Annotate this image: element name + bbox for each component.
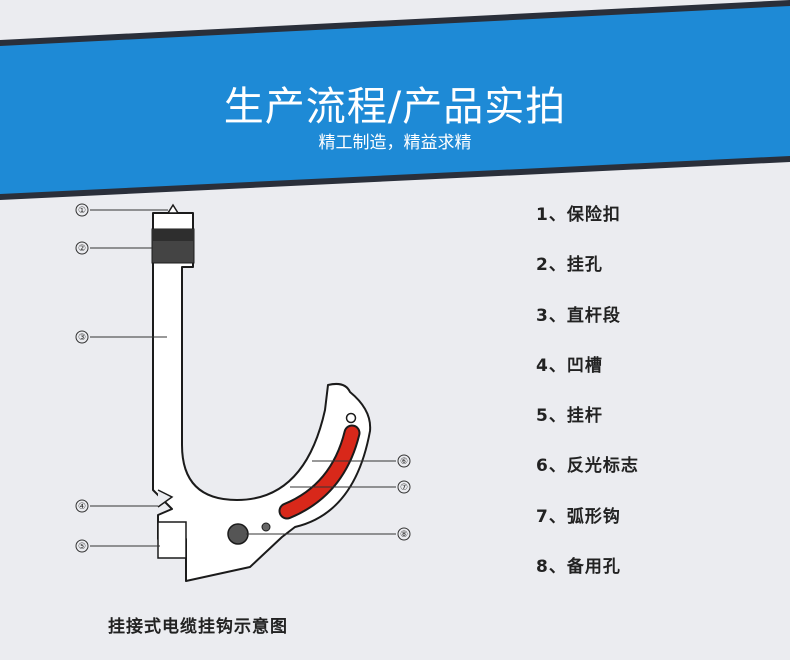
callout-4: ④ [75,499,89,513]
tip-hole [345,412,357,424]
parts-legend: 1、保险扣 2、挂孔 3、直杆段 4、凹槽 5、挂杆 6、反光标志 7、弧形钩 … [536,200,639,602]
legend-item-arc-hook: 7、弧形钩 [536,506,621,527]
callout-1: ① [75,203,89,217]
callout-3: ③ [75,330,89,344]
callout-7: ⑦ [397,480,411,494]
groove [157,489,174,508]
page-subtitle: 精工制造，精益求精 [318,133,472,153]
hanging-rod [157,521,187,559]
page-title: 生产流程/产品实拍 [223,84,567,130]
legend-item-spare-hole: 8、备用孔 [536,557,621,578]
callout-4-label: ④ [78,502,86,512]
callout-3-label: ③ [78,333,86,343]
callout-7-label: ⑦ [400,483,408,493]
legend-item-safety-buckle: 1、保险扣 [536,205,621,225]
legend-item-straight-rod: 3、直杆段 [536,305,621,326]
callout-1-label: ① [78,206,86,216]
cable-hook-diagram: ① ② ③ ④ ⑤ ⑥ ⑦ ⑧ [75,203,411,582]
callout-2-label: ② [78,244,86,254]
header-banner: 生产流程/产品实拍 精工制造，精益求精 [0,0,790,200]
diagram-caption: 挂接式电缆挂钩示意图 [108,617,288,637]
small-hole [261,522,271,532]
callout-8-label: ⑧ [400,530,408,540]
callout-5-label: ⑤ [78,542,86,552]
legend-item-reflective-mark: 6、反光标志 [536,456,639,477]
banner-shape [0,0,790,200]
callout-8: ⑧ [397,527,411,541]
callout-2: ② [75,241,89,255]
legend-item-hanging-hole: 2、挂孔 [536,255,603,276]
callout-5: ⑤ [75,539,89,553]
leader-lines [90,209,396,547]
callout-6-label: ⑥ [400,457,408,467]
spare-hole [227,523,249,545]
safety-buckle-tip [166,203,180,214]
legend-item-groove: 4、凹槽 [536,355,603,376]
legend-item-hanging-rod: 5、挂杆 [536,406,603,427]
callout-6: ⑥ [397,454,411,468]
